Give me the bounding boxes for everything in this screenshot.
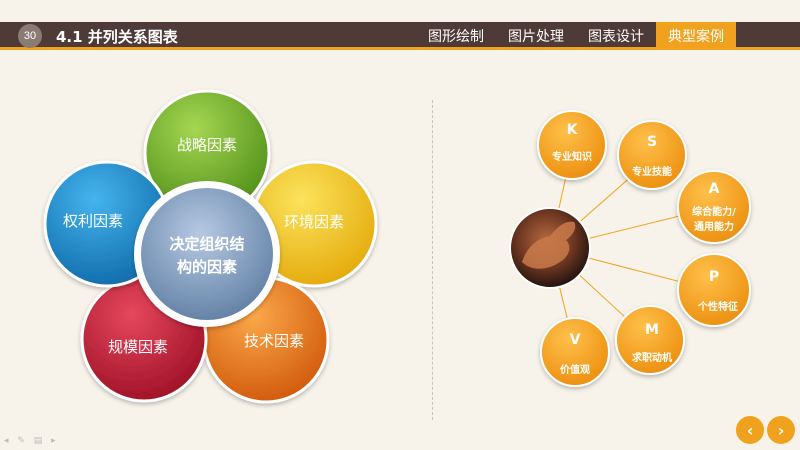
prev-button[interactable]: ‹ xyxy=(736,416,764,444)
petal-power-label: 权利因素 xyxy=(63,212,123,230)
node-v-letter: V xyxy=(570,332,581,348)
node-k-text: 专业知识 xyxy=(552,150,592,163)
node-m-letter: M xyxy=(645,322,659,338)
node-p-text: 个性特征 xyxy=(697,300,738,313)
center-label-line1: 决定组织结 xyxy=(169,235,244,253)
chevron-right-icon: › xyxy=(777,420,785,440)
petal-strategy-label: 战略因素 xyxy=(177,136,237,154)
node-m: M 求职动机 xyxy=(615,305,685,375)
muscle-arm-photo xyxy=(509,207,591,289)
node-k: K 专业知识 xyxy=(537,110,607,180)
slide-toolbar[interactable]: ◂ ✎ ▤ ▸ xyxy=(4,436,59,446)
node-a-text-line1: 综合能力/ xyxy=(692,205,736,218)
tab-typical-case[interactable]: 典型案例 xyxy=(656,22,736,50)
petal-strategy: 战略因素 xyxy=(143,89,271,217)
chevron-left-icon: ‹ xyxy=(746,420,754,440)
node-p: P 个性特征 xyxy=(677,253,751,327)
center-divider xyxy=(432,100,433,420)
node-v-text: 价值观 xyxy=(560,363,590,376)
petal-technology-label: 技术因素 xyxy=(244,332,304,350)
node-a-text-line2: 通用能力 xyxy=(694,220,734,233)
tab-chart-design[interactable]: 图表设计 xyxy=(588,29,644,45)
node-k-letter: K xyxy=(567,122,579,138)
center-circle: 决定组织结 构的因素 xyxy=(134,181,280,327)
node-m-text: 求职动机 xyxy=(632,351,672,364)
node-v: V 价值观 xyxy=(540,317,610,387)
page-title: 4.1 并列关系图表 xyxy=(56,28,178,46)
node-a: A 综合能力/ 通用能力 xyxy=(677,170,751,244)
petal-scale-label: 规模因素 xyxy=(108,338,168,356)
page-number-badge: 30 xyxy=(18,24,42,48)
next-button[interactable]: › xyxy=(767,416,795,444)
node-s-letter: S xyxy=(647,134,657,150)
petal-environment-label: 环境因素 xyxy=(284,213,344,231)
tab-bar: 图形绘制 图片处理 图表设计 典型案例 xyxy=(416,22,736,50)
top-bar: 30 4.1 并列关系图表 图形绘制 图片处理 图表设计 典型案例 xyxy=(0,22,800,50)
node-s-text: 专业技能 xyxy=(632,165,672,178)
node-s: S 专业技能 xyxy=(617,120,687,190)
node-a-letter: A xyxy=(709,181,720,197)
arm-silhouette-icon xyxy=(522,221,576,269)
tab-graphic-drawing[interactable]: 图形绘制 xyxy=(428,29,484,45)
center-label-line2: 构的因素 xyxy=(177,258,237,276)
tab-image-processing[interactable]: 图片处理 xyxy=(508,29,564,45)
node-p-letter: P xyxy=(709,269,719,285)
